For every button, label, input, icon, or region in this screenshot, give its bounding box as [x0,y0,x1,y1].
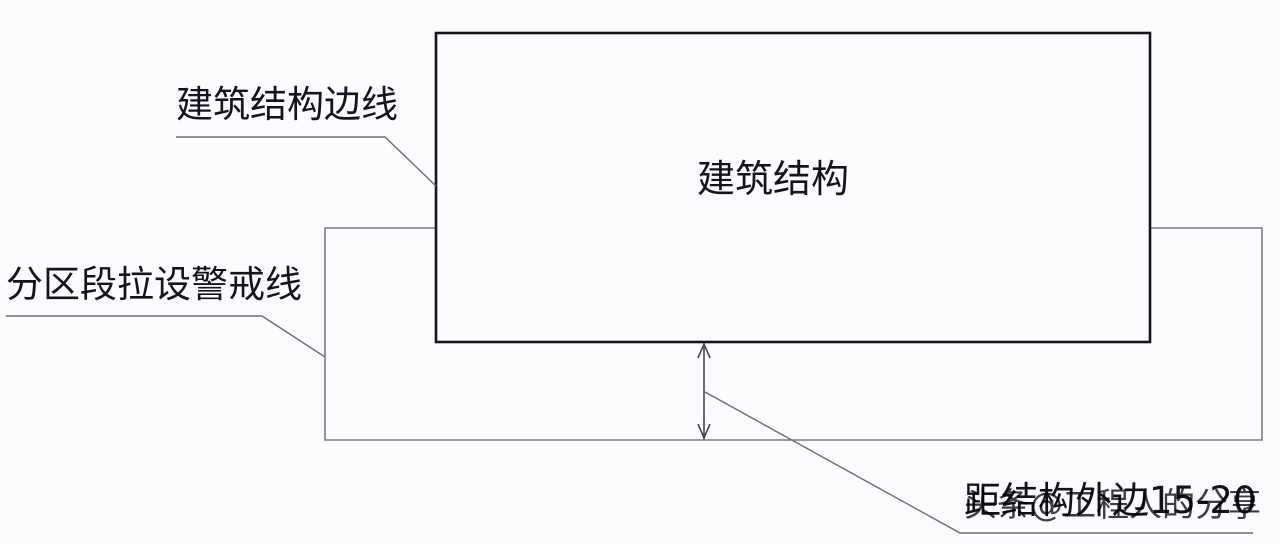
watermark: 头条@工程人的分享 [964,485,1261,524]
distance-label: 距结构外边15-20 [964,479,1257,522]
leader-line-structure-edge [176,136,437,187]
building-structure-label: 建筑结构 [697,157,850,201]
warning-line-label: 分区段拉设警戒线 [6,263,302,306]
warning-line-boundary [324,227,1263,441]
leader-line-distance [704,391,1253,534]
building-structure-box [434,31,1152,344]
leader-line-warning [6,315,326,358]
dimension-arrow [697,341,711,441]
structure-edge-label: 建筑结构边线 [176,83,398,126]
